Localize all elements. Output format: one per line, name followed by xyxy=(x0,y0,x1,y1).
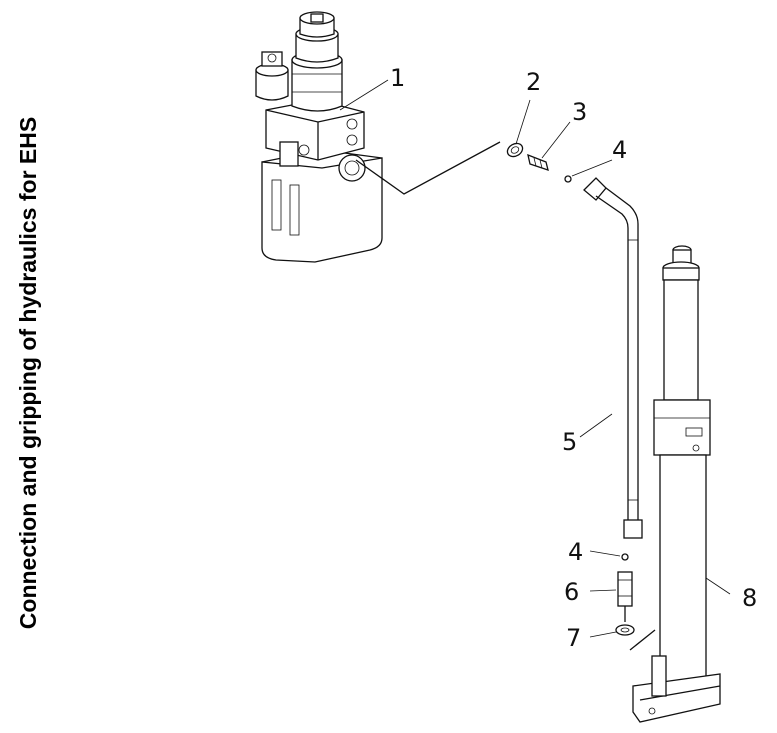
callout-8: 8 xyxy=(742,584,757,612)
callout-3: 3 xyxy=(572,98,587,126)
callout-4-bottom: 4 xyxy=(568,538,583,566)
callout-7: 7 xyxy=(566,624,581,652)
hydraulic-hose xyxy=(583,177,643,539)
leader-lines xyxy=(339,79,731,638)
callout-2: 2 xyxy=(526,68,541,96)
hydraulic-cylinder xyxy=(632,245,721,723)
callout-1: 1 xyxy=(390,64,405,92)
fittings-bottom xyxy=(615,553,656,651)
hydraulic-power-unit xyxy=(255,11,501,263)
callout-6: 6 xyxy=(564,578,579,606)
fittings-top xyxy=(506,142,572,183)
callout-4-top: 4 xyxy=(612,136,627,164)
callout-5: 5 xyxy=(562,428,577,456)
